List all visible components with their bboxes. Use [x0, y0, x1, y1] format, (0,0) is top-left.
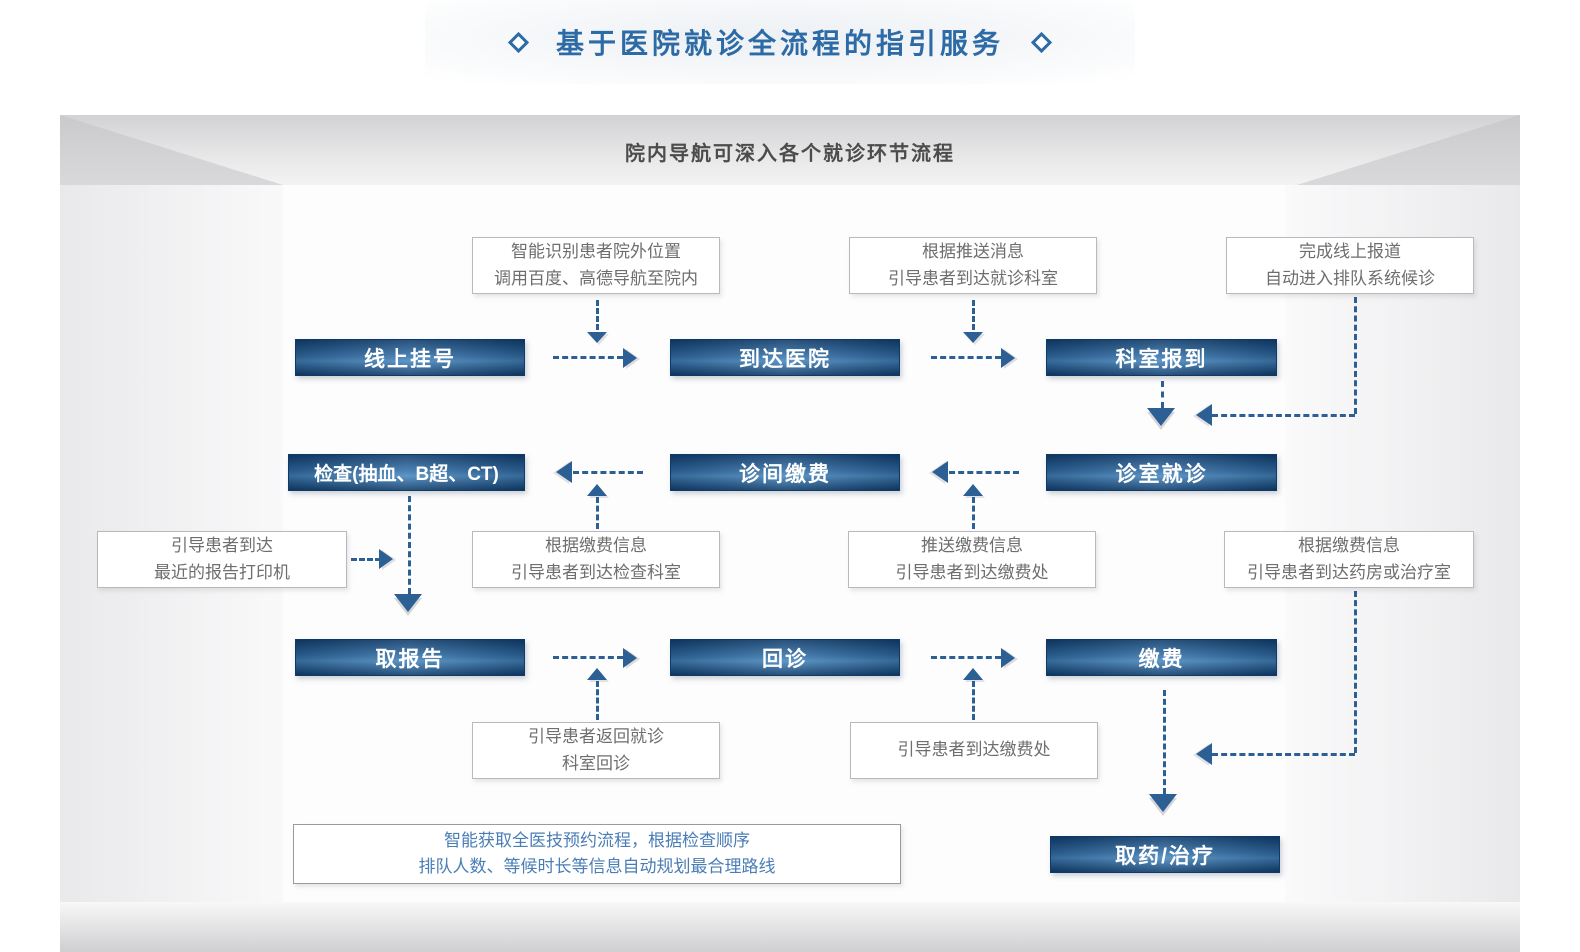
arrowhead-left-icon	[932, 461, 948, 483]
step-medicine-treatment: 取药/治疗	[1050, 836, 1280, 873]
arrowhead-up-icon	[963, 668, 983, 680]
note-stem-dash	[596, 300, 599, 330]
note-exam-payment: 根据缴费信息 引导患者到达检查科室	[472, 531, 720, 588]
note-line: 智能识别患者院外位置	[511, 242, 681, 262]
note-line: 引导患者到达缴费处	[895, 562, 1049, 582]
panel-subtitle: 院内导航可深入各个就诊环节流程	[625, 143, 955, 165]
note-pharmacy: 根据缴费信息 引导患者到达药房或治疗室	[1224, 531, 1474, 588]
arrowhead-right-icon	[1001, 648, 1015, 668]
panel-bottom-strip	[60, 902, 1520, 952]
arrowhead-up-icon	[963, 484, 983, 496]
arrowhead-right-icon	[379, 549, 393, 569]
note-line: 根据推送消息	[922, 242, 1024, 262]
note-line: 引导患者到达药房或治疗室	[1247, 562, 1451, 582]
route-dash-v	[1354, 591, 1357, 753]
note-line: 完成线上报道	[1299, 242, 1401, 262]
arrowhead-up-icon	[587, 484, 607, 496]
arrowhead-right-icon	[623, 348, 637, 368]
note-online-report: 完成线上报道 自动进入排队系统候诊	[1226, 237, 1474, 294]
arrowhead-left-icon	[1196, 743, 1212, 765]
step-arrive-hospital: 到达医院	[670, 339, 900, 376]
route-dash-h	[1212, 414, 1355, 417]
note-smart-route: 智能获取全医技预约流程，根据检查顺序 排队人数、等候时长等信息自动规划最合理路线	[293, 824, 901, 884]
arrowhead-right-icon	[1001, 348, 1015, 368]
arrowhead-down-icon	[1149, 794, 1177, 812]
flow-dash-v	[1163, 690, 1166, 794]
note-stem-dash	[351, 558, 381, 561]
arrowhead-down-icon	[587, 332, 607, 343]
step-revisit: 回诊	[670, 639, 900, 676]
flow-dash-v	[1161, 381, 1164, 408]
route-dash-v	[1354, 297, 1357, 414]
note-report-printer: 引导患者到达 最近的报告打印机	[97, 531, 347, 588]
diamond-icon	[1030, 31, 1053, 53]
arrowhead-down-icon	[394, 594, 422, 612]
flow-dash-h	[573, 471, 643, 474]
note-stem-dash	[596, 497, 599, 529]
arrowhead-left-icon	[1196, 404, 1212, 426]
flow-dash-v	[408, 496, 411, 594]
note-line: 科室回诊	[562, 753, 630, 773]
note-locate: 智能识别患者院外位置 调用百度、高德导航至院内	[472, 237, 720, 294]
note-line: 排队人数、等候时长等信息自动规划最合理路线	[418, 857, 776, 876]
step-dept-checkin: 科室报到	[1046, 339, 1277, 376]
step-online-register: 线上挂号	[295, 339, 525, 376]
note-line: 推送缴费信息	[921, 536, 1023, 556]
note-stem-dash	[972, 300, 975, 330]
note-line: 引导患者到达就诊科室	[888, 268, 1058, 288]
note-line: 引导患者到达检查科室	[511, 562, 681, 582]
note-line: 引导患者到达	[171, 536, 273, 556]
arrowhead-down-icon	[963, 332, 983, 343]
diamond-icon	[507, 31, 530, 53]
step-get-report: 取报告	[295, 639, 525, 676]
note-line: 智能获取全医技预约流程，根据检查顺序	[444, 830, 750, 850]
note-line: 最近的报告打印机	[154, 562, 290, 582]
flow-dash-h	[931, 356, 1001, 359]
step-pay: 缴费	[1046, 639, 1277, 676]
flow-dash-h	[553, 356, 623, 359]
note-return-visit: 引导患者返回就诊 科室回诊	[472, 722, 720, 779]
page-title: 基于医院就诊全流程的指引服务	[555, 28, 1004, 59]
note-stem-dash	[972, 681, 975, 720]
note-payment-office: 引导患者到达缴费处	[850, 722, 1098, 779]
step-clinic-pay: 诊间缴费	[670, 454, 900, 491]
flow-dash-h	[931, 656, 1001, 659]
arrowhead-up-icon	[587, 668, 607, 680]
note-stem-dash	[972, 497, 975, 529]
note-line: 调用百度、高德导航至院内	[494, 268, 698, 288]
title-banner: 基于医院就诊全流程的指引服务	[425, 0, 1135, 84]
flow-dash-h	[949, 471, 1019, 474]
note-line: 根据缴费信息	[1298, 536, 1400, 556]
arrowhead-down-icon	[1147, 408, 1175, 426]
arrowhead-left-icon	[556, 461, 572, 483]
note-line: 引导患者到达缴费处	[897, 740, 1051, 760]
panel-top-strip: 院内导航可深入各个就诊环节流程	[60, 115, 1520, 185]
note-line: 引导患者返回就诊	[528, 727, 664, 747]
note-push-message: 根据推送消息 引导患者到达就诊科室	[849, 237, 1097, 294]
note-line: 自动进入排队系统候诊	[1265, 268, 1435, 288]
note-stem-dash	[596, 681, 599, 720]
step-consult: 诊室就诊	[1046, 454, 1277, 491]
note-push-payment: 推送缴费信息 引导患者到达缴费处	[848, 531, 1096, 588]
flow-dash-h	[553, 656, 623, 659]
route-dash-h	[1212, 753, 1355, 756]
note-line: 根据缴费信息	[545, 536, 647, 556]
arrowhead-right-icon	[623, 648, 637, 668]
step-exam: 检查(抽血、B超、CT)	[288, 454, 525, 491]
